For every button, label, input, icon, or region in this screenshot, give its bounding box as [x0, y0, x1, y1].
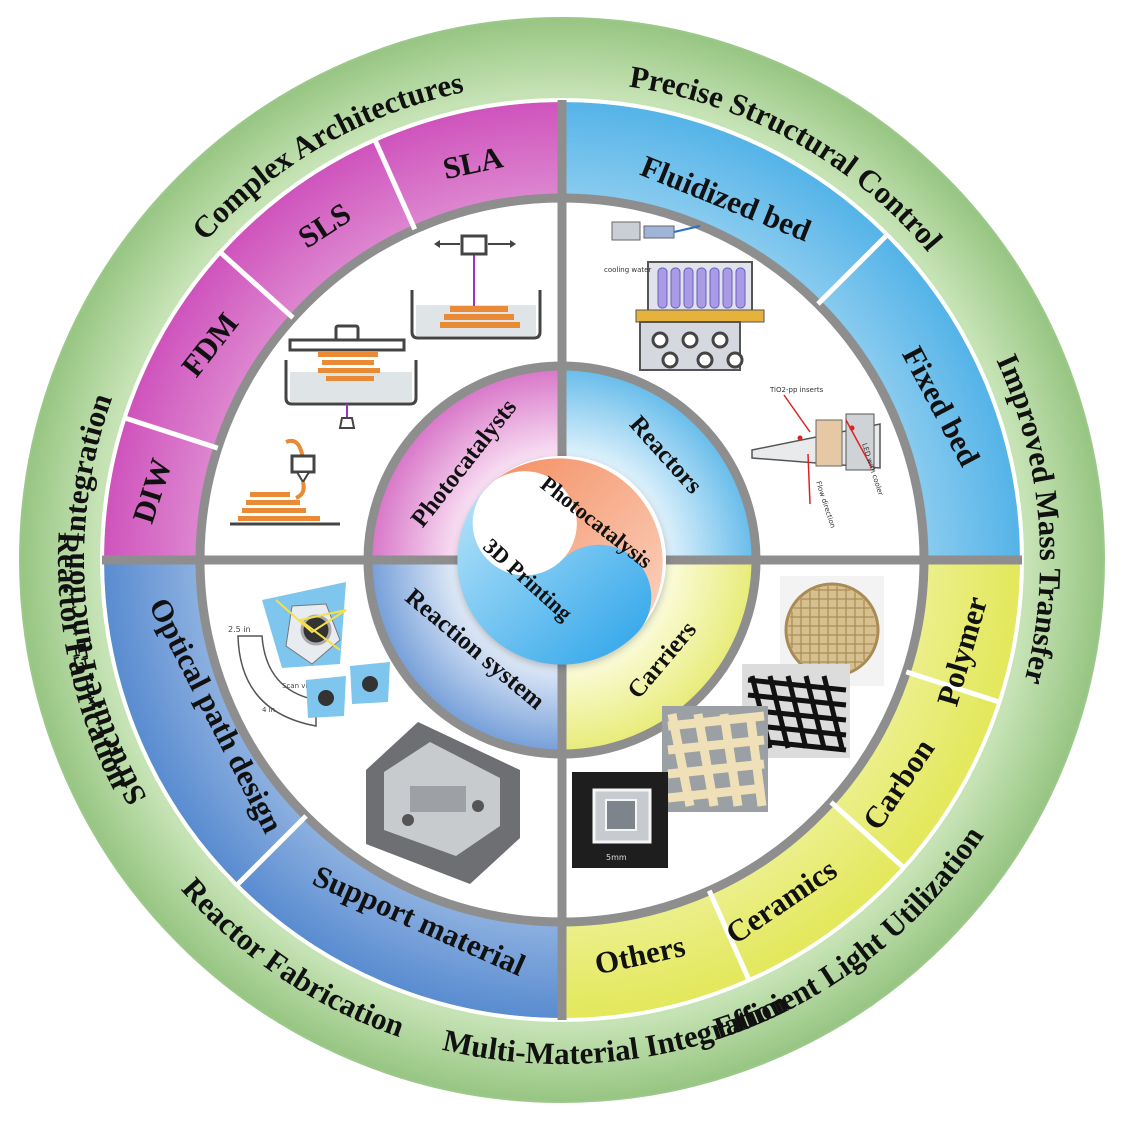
support-material-photo	[366, 722, 520, 884]
fluidized-bed-reactor-image: cooling water	[604, 221, 765, 371]
sla-vat-illustration	[410, 234, 542, 340]
ceramic-lattice-photo	[662, 706, 768, 812]
cooling-water-annotation: cooling water	[604, 266, 651, 274]
divider-lines	[100, 98, 1024, 1022]
scale-5mm-annotation: 5mm	[606, 853, 627, 862]
fdm-extruder-illustration	[230, 438, 340, 526]
inner-quadrant-reaction-system	[370, 560, 562, 752]
dimension-2-5in-annotation: 2.5 in	[228, 625, 251, 634]
inner-quadrant-reactors	[562, 368, 754, 560]
scan-view-annotation: Scan view	[282, 682, 318, 690]
dimension-4in-annotation: 4 in	[262, 706, 275, 714]
tio2-inserts-annotation: TiO2-pp inserts	[769, 386, 824, 394]
sls-bath-illustration	[284, 324, 418, 429]
inner-quadrant-photocatalysts	[370, 368, 562, 560]
others-transparent-cube-photo: 5mm	[572, 772, 668, 868]
core-blue-lobe	[457, 486, 652, 665]
core-shapes	[457, 486, 652, 665]
inner-ring	[370, 368, 754, 752]
reaction-system-illustrations: 2.5 in Scan view 4 in	[228, 582, 520, 884]
carrier-illustrations: 5mm	[572, 576, 884, 868]
printing-illustrations	[230, 234, 542, 526]
inner-quadrant-carriers	[562, 560, 754, 752]
reactor-illustrations: cooling water TiO2-pp inserts LED with c…	[604, 221, 885, 529]
optical-path-schematic: 2.5 in Scan view 4 in	[228, 582, 390, 727]
